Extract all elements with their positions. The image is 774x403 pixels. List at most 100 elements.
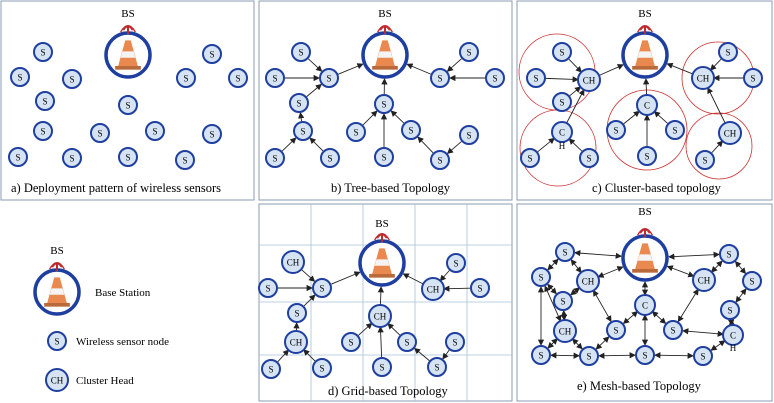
svg-text:CH: CH	[697, 74, 710, 84]
sensor-node-a: S	[202, 44, 222, 64]
edge-arrow	[446, 58, 462, 72]
svg-text:S: S	[272, 154, 277, 164]
svg-text:C: C	[642, 301, 648, 311]
svg-text:S: S	[300, 127, 305, 137]
svg-text:S: S	[327, 154, 332, 164]
svg-text:CH: CH	[698, 276, 711, 286]
edge-arrow	[711, 260, 723, 273]
sensor-node-c: S	[743, 68, 763, 88]
edge-arrow	[595, 336, 610, 350]
edge-arrow	[598, 64, 624, 76]
panel-a-frame	[0, 0, 255, 201]
svg-text:S: S	[586, 154, 591, 164]
legend-sensor-label: Wireless sensor node	[76, 336, 169, 348]
edge-arrow	[570, 259, 582, 274]
cluster-head-node-c: CH	[718, 121, 742, 145]
edge-arrow	[544, 285, 562, 322]
panel-b-frame	[258, 0, 513, 201]
edge-arrow	[550, 352, 580, 359]
sensor-node-b: S	[265, 68, 285, 88]
svg-text:S: S	[538, 351, 543, 361]
sensor-node-e: S	[531, 267, 551, 287]
sensor-node-d: S	[470, 278, 490, 298]
edge-arrow	[537, 137, 555, 153]
sensor-node-e: S	[606, 320, 626, 340]
svg-text:S: S	[272, 74, 277, 84]
sensor-node-b: S	[374, 94, 394, 114]
sensor-node-d: S	[258, 278, 278, 298]
svg-text:S: S	[492, 74, 497, 84]
svg-text:S: S	[559, 98, 564, 108]
svg-text:S: S	[408, 126, 413, 136]
edge-arrow	[654, 352, 694, 359]
svg-text:CH: CH	[51, 376, 64, 386]
cluster-head-node-e: CH	[553, 319, 577, 343]
sensor-node-e: S	[720, 300, 740, 320]
svg-text:S: S	[559, 48, 564, 58]
sensor-node-b: S	[430, 68, 450, 88]
svg-text:S: S	[209, 50, 214, 60]
svg-text:S: S	[379, 363, 384, 373]
edge-arrow	[446, 141, 462, 155]
svg-text:S: S	[702, 156, 707, 166]
svg-text:S: S	[642, 351, 647, 361]
sensor-node-d: S	[372, 357, 392, 377]
svg-text:C: C	[730, 331, 736, 341]
sensor-node-c: S	[718, 42, 738, 62]
edge-arrow	[666, 265, 695, 278]
svg-text:S: S	[613, 326, 618, 336]
sensor-node-a: S	[175, 150, 195, 170]
sensor-node-e: S	[553, 291, 573, 311]
sensor-node-e: S	[719, 244, 739, 264]
svg-text:S: S	[40, 48, 45, 58]
edge-arrow	[377, 286, 385, 306]
panel-c-frame	[516, 0, 773, 201]
edge-arrow	[643, 78, 650, 96]
edge-arrow	[402, 273, 424, 285]
svg-text:S: S	[527, 154, 532, 164]
edge-arrow	[309, 137, 324, 152]
sensor-node-d: S	[287, 303, 307, 323]
edge-arrow	[331, 271, 361, 285]
edge-arrow	[545, 76, 579, 83]
sensor-node-e: S	[663, 320, 683, 340]
svg-text:S: S	[477, 284, 482, 294]
sensor-node-e: S	[742, 271, 762, 291]
caption-b: b) Tree-based Topology	[331, 181, 451, 195]
svg-text:S: S	[725, 48, 730, 58]
svg-text:CH: CH	[290, 338, 303, 348]
bs-label-e: BS	[638, 206, 651, 218]
edge-arrow	[569, 86, 582, 97]
sensor-node-b: S	[401, 120, 421, 140]
sensor-node-a: S	[8, 147, 28, 167]
edge-arrow	[560, 310, 568, 321]
sensor-node-c: S	[552, 92, 572, 112]
sensor-node-a: S	[33, 42, 53, 62]
bs-label-d: BS	[375, 218, 388, 230]
legend-base-station-label: Base Station	[95, 287, 151, 299]
edge-arrow	[443, 285, 471, 292]
edge-arrow	[547, 338, 558, 349]
svg-text:S: S	[40, 127, 45, 137]
sensor-node-a: S	[35, 91, 55, 111]
cluster-head-node-d: CH	[284, 330, 308, 354]
legend-sensor-icon: S	[47, 331, 67, 351]
edge-arrow	[306, 83, 323, 97]
edge-arrow	[598, 352, 636, 359]
edge-arrow	[298, 112, 305, 122]
edge-arrow	[653, 111, 668, 124]
svg-text:S: S	[644, 152, 649, 162]
svg-text:S: S	[209, 130, 214, 140]
svg-text:S: S	[560, 297, 565, 307]
edge-arrow	[571, 338, 583, 350]
edge-arrow	[710, 58, 722, 71]
sensor-node-c: S	[552, 42, 572, 62]
svg-text:CH: CH	[374, 312, 387, 322]
bs-label-b: BS	[378, 8, 391, 20]
sensor-node-c: S	[695, 150, 715, 170]
svg-text:S: S	[69, 75, 74, 85]
head-mark-e: H	[730, 343, 737, 353]
edge-arrow	[568, 138, 583, 152]
cluster-node-e: C	[634, 294, 656, 316]
sensor-node-b: S	[265, 148, 285, 168]
